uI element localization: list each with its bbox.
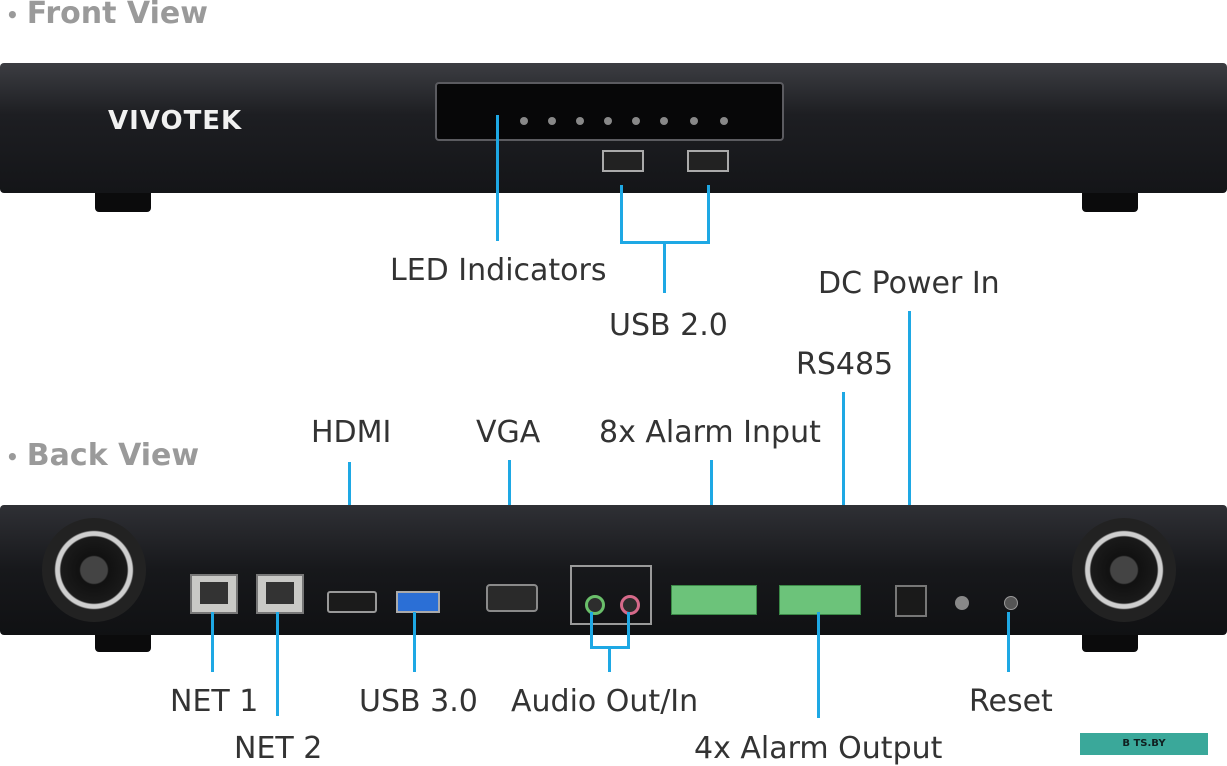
- label-usb3: USB 3.0: [359, 684, 478, 719]
- hdmi-port: [327, 591, 377, 613]
- brand-logo: VIVOTEK: [108, 106, 242, 136]
- fan-left: [42, 518, 146, 622]
- net1-port: [190, 574, 238, 614]
- callout-line-usb2-right: [707, 185, 710, 243]
- callout-line-audio-right: [627, 612, 630, 648]
- back-foot-right: [1082, 632, 1138, 652]
- front-usb-port-2: [687, 150, 729, 172]
- label-vga: VGA: [476, 415, 541, 450]
- alarm-output-terminal: [779, 585, 861, 615]
- callout-line-alarm-output: [817, 612, 820, 718]
- led-4: [632, 117, 640, 125]
- front-foot-right: [1082, 192, 1138, 212]
- bullet-icon: •: [6, 2, 19, 27]
- watermark: B TS.BY: [1080, 733, 1208, 755]
- led-net1: [690, 117, 698, 125]
- callout-line-audio-left: [590, 612, 593, 648]
- callout-line-audio-stem: [608, 646, 611, 672]
- callout-line-reset: [1007, 612, 1010, 672]
- usb3-port: [396, 591, 440, 613]
- alarm-input-terminal: [671, 585, 757, 615]
- bullet-icon: •: [6, 444, 19, 469]
- front-foot-left: [95, 192, 151, 212]
- front-view-heading-text: Front View: [26, 0, 208, 31]
- label-8x-alarm-input: 8x Alarm Input: [599, 415, 821, 450]
- callout-line-rs485: [842, 392, 845, 552]
- callout-line-net1: [211, 612, 214, 672]
- front-view-heading: • Front View: [6, 0, 208, 31]
- led-3: [604, 117, 612, 125]
- vga-port: [486, 584, 538, 612]
- front-usb-port-1: [602, 150, 644, 172]
- reset-button: [1004, 596, 1018, 610]
- fan-right: [1072, 518, 1176, 622]
- label-rs485: RS485: [796, 347, 894, 382]
- back-view-heading: • Back View: [6, 438, 199, 473]
- label-net2: NET 2: [234, 731, 323, 766]
- callout-line-usb2-stem: [663, 241, 666, 293]
- brand-logo-text: VIVOTEK: [108, 106, 243, 136]
- label-net1: NET 1: [170, 684, 259, 719]
- audio-in-jack: [620, 595, 640, 615]
- label-led-indicators: LED Indicators: [390, 253, 607, 288]
- label-dc-power-in: DC Power In: [818, 266, 1000, 301]
- led-2: [576, 117, 584, 125]
- back-foot-left: [95, 632, 151, 652]
- callout-line-alarm-input: [710, 460, 713, 540]
- led-indicator-panel: [435, 82, 784, 141]
- label-4x-alarm-output: 4x Alarm Output: [694, 731, 943, 766]
- led-net2: [720, 117, 728, 125]
- led-power: [520, 117, 528, 125]
- led-5: [660, 117, 668, 125]
- net2-port: [256, 574, 304, 614]
- label-usb2: USB 2.0: [609, 308, 728, 343]
- led-1: [548, 117, 556, 125]
- label-hdmi: HDMI: [311, 415, 392, 450]
- back-view-heading-text: Back View: [26, 438, 200, 473]
- label-audio-out-in: Audio Out/In: [511, 684, 699, 719]
- callout-line-usb3: [413, 612, 416, 672]
- callout-line-dc: [908, 311, 911, 556]
- callout-line-usb2-left: [620, 185, 623, 243]
- power-switch: [955, 596, 969, 610]
- dc-power-jack: [895, 585, 927, 617]
- audio-out-jack: [585, 595, 605, 615]
- audio-panel: [570, 565, 652, 625]
- callout-line-net2: [276, 612, 279, 716]
- label-reset: Reset: [969, 684, 1053, 719]
- callout-line-led: [496, 115, 499, 241]
